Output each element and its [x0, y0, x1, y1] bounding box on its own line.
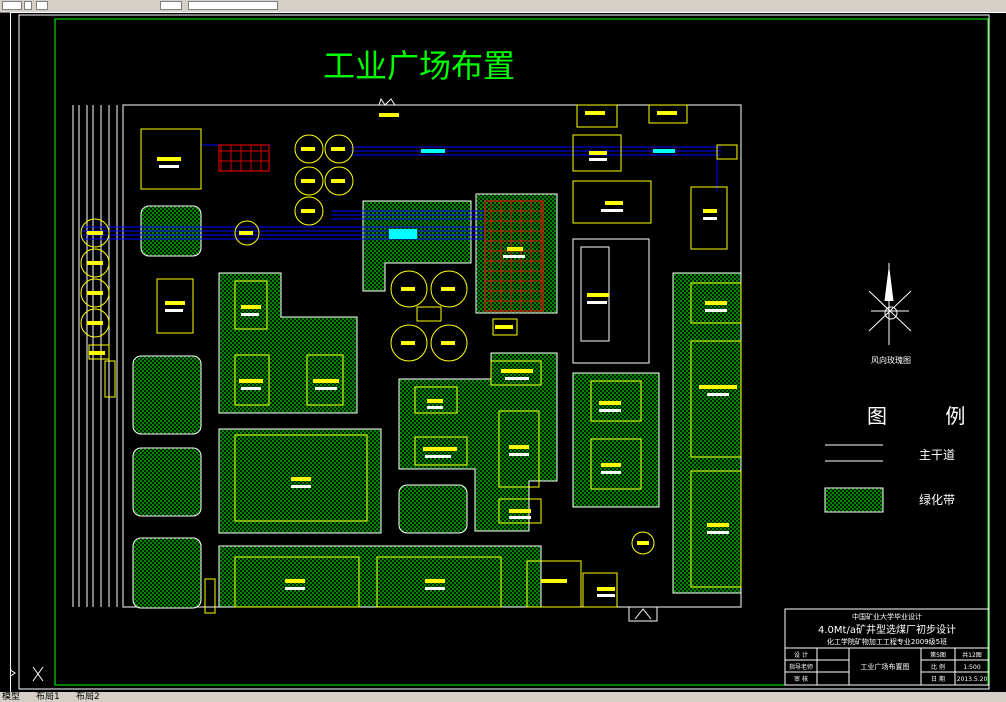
building	[234, 280, 268, 330]
railway-tracks	[72, 105, 118, 607]
building	[490, 360, 542, 386]
building	[576, 104, 618, 128]
toolbar-button[interactable]	[36, 1, 48, 10]
green-belt	[398, 484, 468, 534]
title-block-drawing-name: 工业广场布置图	[861, 662, 910, 671]
drawing-title: 工业广场布置	[323, 47, 515, 85]
legend-road-label: 主干道	[919, 448, 955, 462]
title-block-sheet-total: 共12图	[962, 651, 982, 659]
toolbar-button[interactable]	[24, 1, 32, 10]
green-belt	[362, 200, 472, 292]
title-block-scale-value: 1:500	[963, 664, 980, 671]
cad-drawing: 工业广场布置	[11, 14, 991, 690]
building-labels	[87, 111, 737, 597]
inner-frame	[54, 18, 989, 686]
building	[306, 354, 344, 406]
building	[376, 556, 502, 608]
title-block-review: 审 核	[794, 675, 808, 683]
building	[498, 498, 542, 524]
title-block-school: 中国矿业大学毕业设计	[852, 612, 922, 621]
pipe-marker	[389, 229, 417, 239]
tab-model[interactable]: 模型	[2, 692, 21, 702]
thickeners	[80, 134, 655, 555]
tab-layout1[interactable]: 布局1	[36, 692, 60, 702]
building	[716, 144, 738, 160]
building	[690, 340, 742, 458]
building	[104, 360, 116, 398]
green-belt	[572, 372, 660, 508]
title-block-scale-label: 比 例	[931, 663, 945, 671]
legend-greenbelt-label: 绿化带	[919, 492, 955, 507]
title-block-major: 化工学院矿物加工工程专业2009级5班	[827, 637, 947, 646]
building	[572, 134, 622, 172]
green-belt	[132, 355, 202, 435]
building	[234, 434, 368, 522]
gate	[378, 97, 396, 106]
green-belt	[218, 272, 358, 414]
title-block	[784, 608, 990, 686]
green-belt	[132, 447, 202, 517]
title-block-advisor: 指导老师	[789, 663, 813, 671]
green-belt	[218, 545, 542, 608]
model-space[interactable]: 工业广场布置	[10, 12, 1006, 692]
green-belt	[132, 537, 202, 609]
toolbar-button[interactable]	[160, 1, 182, 10]
building	[492, 318, 518, 336]
building	[582, 572, 618, 608]
title-block-date-value: 2013.5.20	[957, 676, 988, 683]
green-belt	[672, 272, 742, 594]
building	[234, 556, 360, 608]
outer-frame	[18, 14, 990, 690]
toolbar-dropdown[interactable]	[188, 1, 278, 10]
ucs-icon	[11, 666, 44, 682]
pipe-marker	[653, 149, 675, 153]
legend-title: 图 例	[867, 404, 991, 428]
title-block-project: 4.0Mt/a矿井型选煤厂初步设计	[818, 623, 956, 636]
wind-rose	[868, 263, 912, 345]
title-block-design: 设 计	[794, 651, 808, 659]
tab-layout2[interactable]: 布局2	[76, 692, 100, 702]
building	[204, 578, 216, 614]
title-block-date-label: 日 期	[931, 675, 945, 683]
building	[690, 282, 742, 324]
building	[414, 386, 458, 414]
building	[648, 104, 688, 124]
title-block-sheet-no: 第5图	[930, 651, 946, 659]
pipe-marker	[421, 149, 445, 153]
building	[590, 380, 642, 422]
red-grid-building	[218, 144, 270, 172]
building	[572, 180, 652, 224]
building	[590, 438, 642, 490]
toolbar-button[interactable]	[2, 1, 22, 10]
building	[234, 354, 270, 406]
wind-rose-label: 风向玫瑰图	[871, 355, 911, 365]
building	[156, 278, 194, 334]
building	[526, 560, 582, 608]
legend-greenbelt-symbol	[824, 487, 884, 513]
building	[690, 470, 742, 588]
buildings	[88, 104, 742, 614]
layout-tabs: 模型 布局1 布局2	[0, 692, 1006, 702]
building	[140, 128, 202, 190]
building	[690, 186, 728, 250]
main-building	[572, 238, 650, 364]
building	[416, 306, 442, 322]
gate	[628, 606, 658, 622]
building	[498, 410, 540, 488]
pipelines	[81, 144, 721, 240]
building	[414, 436, 468, 466]
